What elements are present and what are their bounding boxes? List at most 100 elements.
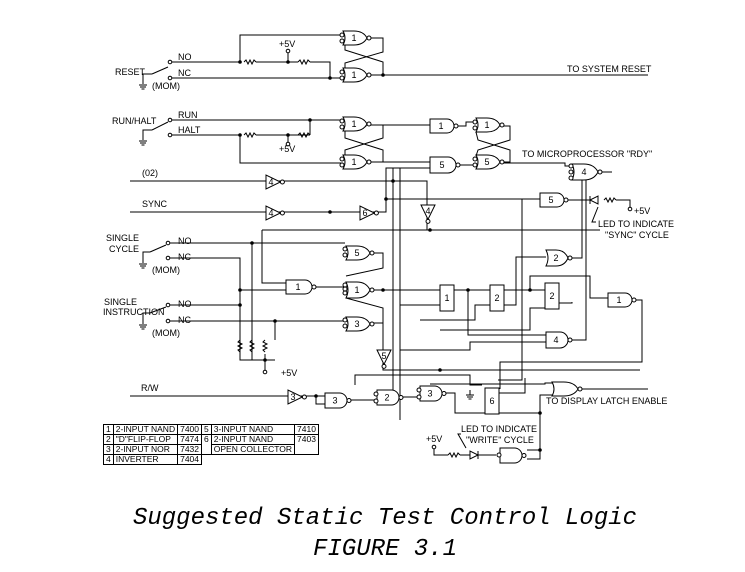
wire [170, 257, 241, 360]
wire [572, 180, 583, 259]
terminal-icon [167, 117, 173, 123]
resistor-icon [243, 131, 257, 139]
gate-type-label: 2 [384, 393, 389, 403]
wire [499, 378, 526, 394]
ground-icon [139, 324, 147, 330]
terminal-icon [165, 318, 171, 324]
wire [149, 244, 167, 253]
nor-gate [551, 381, 579, 397]
inversion-bubble [577, 386, 583, 392]
inversion-bubble [339, 118, 345, 124]
legend-num: 5 [201, 424, 212, 435]
ground-icon [139, 84, 147, 90]
gate-type-label: 5 [484, 157, 489, 167]
legend-num: 3 [103, 444, 114, 455]
resistor-icon [297, 58, 311, 66]
gate-type-label: 1 [351, 119, 356, 129]
to-system-reset-label: TO SYSTEM RESET [567, 64, 652, 74]
inversion-bubble [342, 252, 348, 258]
inversion-bubble [279, 179, 285, 185]
plus5v-label: +5V [634, 206, 650, 216]
gate-type-label: 3 [354, 319, 359, 329]
inverter [376, 349, 392, 366]
inversion-bubble [342, 290, 348, 296]
nor-gate [345, 281, 371, 299]
wire [142, 312, 150, 324]
inversion-bubble [597, 169, 603, 175]
figure-number: FIGURE 3.1 [313, 536, 457, 563]
phi2-label: (02) [142, 168, 158, 178]
nor-gate [342, 154, 368, 170]
legend-name: INVERTER [112, 454, 179, 465]
wire [475, 131, 511, 163]
inversion-bubble [342, 286, 348, 292]
resistor-icon [297, 131, 311, 139]
nor-gate [545, 249, 569, 267]
inversion-bubble [301, 394, 307, 400]
inversion-bubble [631, 297, 637, 303]
inversion-bubble [369, 321, 375, 327]
reset-mom-label: (MOM) [152, 81, 180, 91]
wire [345, 252, 384, 277]
wire [433, 449, 448, 456]
gate-type-label: 1 [484, 120, 489, 130]
gate-type-label: 2 [549, 291, 554, 301]
d-flip-flop [484, 387, 500, 415]
terminal-icon [262, 369, 268, 375]
nor-gate [342, 30, 368, 46]
inversion-bubble [472, 162, 478, 168]
inversion-bubble [472, 156, 478, 162]
single-cycle-no: NO [178, 236, 192, 246]
legend-name: OPEN COLLECTOR [210, 444, 296, 455]
plus5v-label: +5V [279, 39, 295, 49]
inversion-bubble [472, 119, 478, 125]
terminal-icon [285, 141, 291, 147]
inversion-bubble [568, 163, 574, 169]
led-sync-label: LED TO INDICATE [598, 219, 674, 229]
legend-part: 7404 [177, 454, 203, 465]
nor-gate [571, 163, 599, 181]
legend-part: 7474 [177, 434, 203, 445]
diagram-title: Suggested Static Test Control Logic [133, 505, 637, 532]
terminal-icon [165, 302, 171, 308]
inversion-bubble [339, 32, 345, 38]
inversion-bubble [339, 124, 345, 130]
single-instr-nc: NC [178, 315, 191, 325]
single-instr-no: NO [178, 299, 192, 309]
halt-label: HALT [178, 125, 201, 135]
wire [529, 275, 608, 299]
wire [499, 394, 552, 414]
gate-type-label: 1 [351, 70, 356, 80]
inversion-bubble [279, 210, 285, 216]
resistor-icon [603, 196, 617, 204]
write-cycle-label: "WRITE" CYCLE [466, 435, 534, 445]
single-cycle-nc: NC [178, 252, 191, 262]
gate-type-label: 4 [581, 167, 586, 177]
inversion-bubble [416, 387, 422, 393]
resistor-icon [447, 451, 461, 459]
inversion-bubble [499, 159, 505, 165]
to-display-latch-label: TO DISPLAY LATCH ENABLE [546, 396, 667, 406]
wire [440, 307, 545, 331]
wire [354, 374, 482, 386]
wire [278, 180, 428, 205]
sync-cycle-label: "SYNC" CYCLE [605, 230, 669, 240]
wire [504, 162, 572, 167]
plus5v-label: +5V [281, 368, 297, 378]
led-icon [588, 195, 599, 205]
junction-dot [328, 210, 332, 214]
d-flip-flop [544, 282, 560, 310]
legend-num: 6 [201, 434, 212, 455]
gate-type-label: 1 [351, 33, 356, 43]
legend-part: 7400 [177, 424, 203, 435]
inversion-bubble [568, 175, 574, 181]
wire [149, 306, 167, 314]
plus5v-label: +5V [279, 144, 295, 154]
gate-type-label: 1 [438, 121, 443, 131]
legend-part: 7410 [294, 424, 319, 435]
to-rdy-label: TO MICROPROCESSOR "RDY" [522, 149, 652, 159]
rw-label: R/W [141, 383, 159, 393]
wire [467, 290, 546, 336]
wire [475, 125, 511, 157]
junction-dot [238, 303, 242, 307]
